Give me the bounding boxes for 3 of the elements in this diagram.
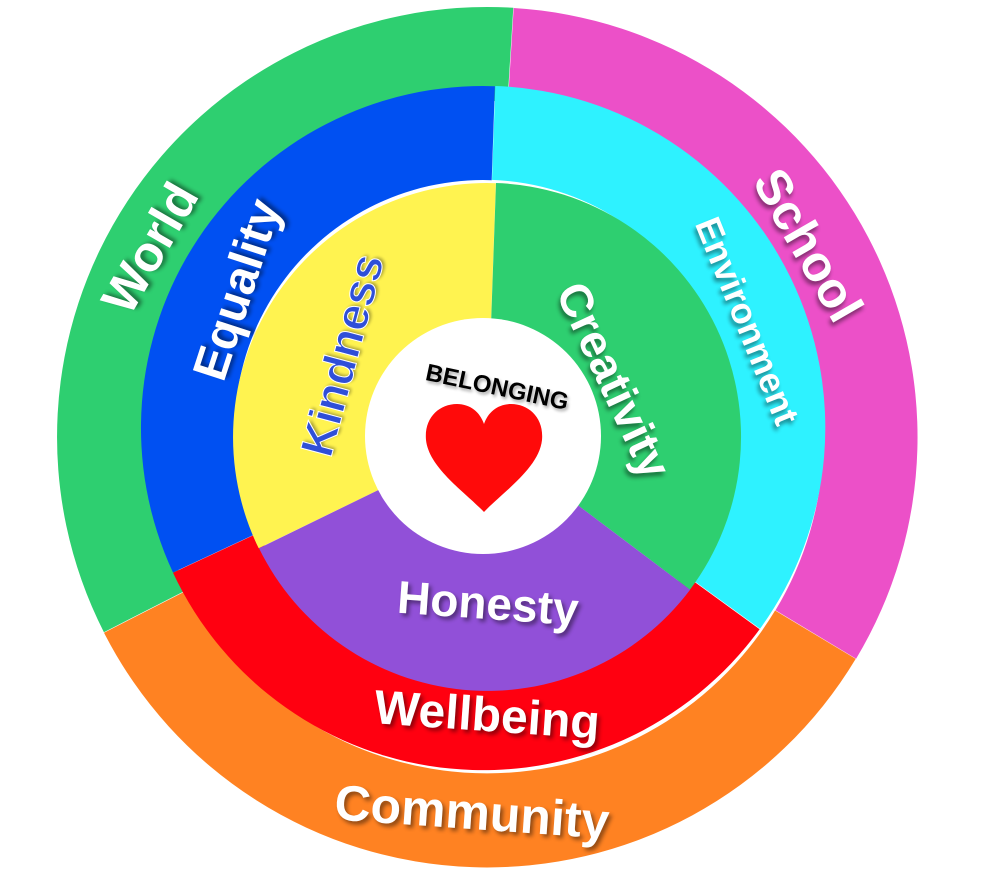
segment-label: Honesty bbox=[396, 574, 580, 632]
segment-label: Community bbox=[333, 777, 611, 847]
segment-label: Wellbeing bbox=[372, 684, 602, 748]
